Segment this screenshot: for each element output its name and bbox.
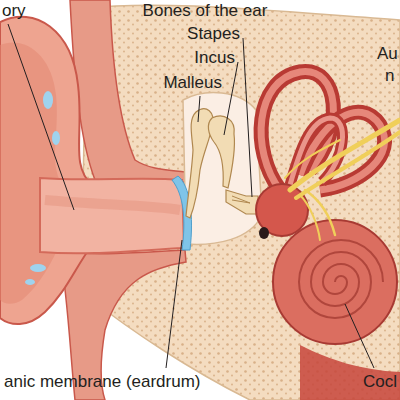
part-label-box: Au [377, 44, 398, 64]
part-label: Cocl [363, 372, 397, 392]
ear-canal [40, 178, 184, 253]
pinna [0, 17, 92, 324]
part-label: ory [2, 1, 26, 21]
part-label-box: ory [2, 1, 26, 21]
part-label: Malleus [163, 73, 222, 93]
part-label: n [385, 66, 394, 86]
eustachian-tube [300, 345, 400, 400]
auditory-nerve [285, 120, 400, 240]
part-label: anic membrane (eardrum) [4, 372, 201, 392]
gland [43, 91, 53, 109]
incus [208, 116, 234, 188]
part-label-box: Incus [194, 48, 235, 68]
cochlea [273, 220, 397, 344]
gland [52, 131, 60, 145]
round-window [259, 227, 269, 239]
stapes [226, 190, 258, 214]
leader-line [8, 24, 374, 368]
part-label: Au [377, 44, 398, 64]
stapes-arch [232, 196, 250, 203]
part-label: Bones of the ear [143, 1, 268, 21]
part-label: Incus [194, 48, 235, 68]
part-label-box: Bones of the ear [143, 1, 268, 21]
part-label-box: n [385, 66, 394, 86]
part-label-box: Cocl [363, 372, 397, 392]
pinna-fold [0, 42, 62, 303]
gland [30, 264, 46, 272]
semicircular-canals [261, 72, 385, 190]
cochlea-spiral [299, 240, 383, 318]
canal-shade [45, 200, 180, 210]
gland [25, 279, 35, 285]
part-label-box: Malleus [163, 73, 222, 93]
part-label: Stapes [187, 24, 240, 44]
part-label-box: Stapes [187, 24, 240, 44]
part-label-box: anic membrane (eardrum) [4, 372, 201, 392]
